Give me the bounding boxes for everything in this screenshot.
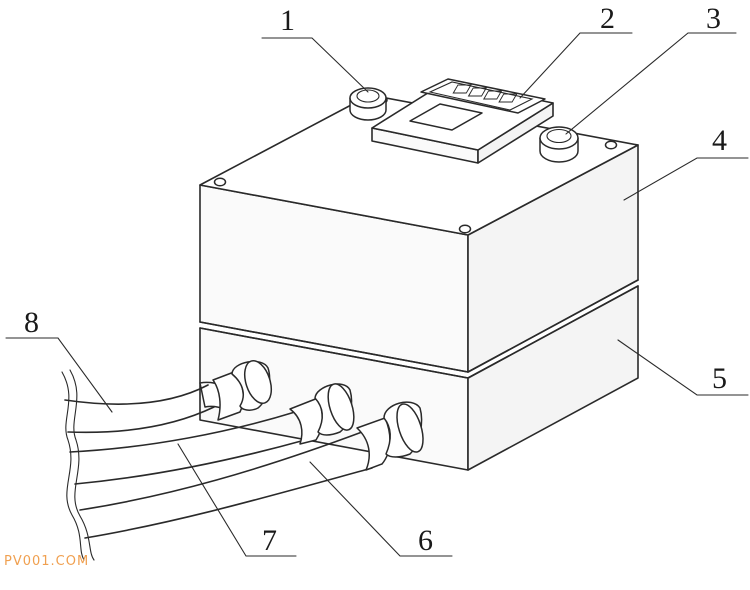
leader-lines [5,32,749,557]
label-3: 3 [706,2,721,35]
label-2: 2 [600,2,615,35]
knob-left [349,87,387,121]
label-7: 7 [262,524,277,557]
reference-numerals: 1 2 3 4 5 6 7 8 [24,2,727,557]
label-5: 5 [712,362,727,395]
knob-right [539,126,579,163]
control-panel [371,78,554,164]
label-6: 6 [418,524,433,557]
upper-housing [199,94,639,379]
break-lines [61,369,95,561]
label-1: 1 [280,4,295,37]
digit-display [452,84,518,103]
watermark: PV001.COM [4,554,90,569]
cable-7 [69,383,355,485]
cable-6 [79,401,424,539]
label-8: 8 [24,306,39,339]
label-4: 4 [712,124,727,157]
cable-8 [64,360,273,434]
